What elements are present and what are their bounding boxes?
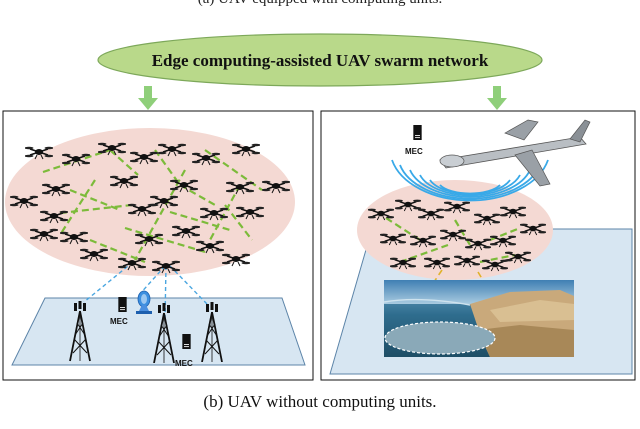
mec-label-left-2: MEC xyxy=(175,359,193,368)
mec-label-left-1: MEC xyxy=(110,317,128,326)
left-ground-plane xyxy=(11,297,306,366)
arrow-left xyxy=(138,86,158,110)
coastal-photo xyxy=(383,280,574,357)
left-ground-infrastructure xyxy=(69,290,223,363)
left-panel-frame xyxy=(2,110,314,381)
mec-server-icon xyxy=(413,125,422,140)
mec-server-icon xyxy=(182,334,191,349)
fixed-wing-uav-icon xyxy=(439,119,591,187)
diagram-title: Edge computing-assisted UAV swarm networ… xyxy=(152,51,489,70)
top-caption-fragment: (a) UAV equipped with computing units. xyxy=(0,0,640,8)
right-panel-frame xyxy=(320,110,636,381)
mec-server-icon xyxy=(118,297,127,312)
title-ellipse xyxy=(97,33,543,87)
satellite-dish-icon xyxy=(136,290,152,314)
arrow-right xyxy=(487,86,507,110)
figure-caption: (b) UAV without computing units. xyxy=(203,392,437,411)
mec-label-right: MEC xyxy=(405,147,423,156)
